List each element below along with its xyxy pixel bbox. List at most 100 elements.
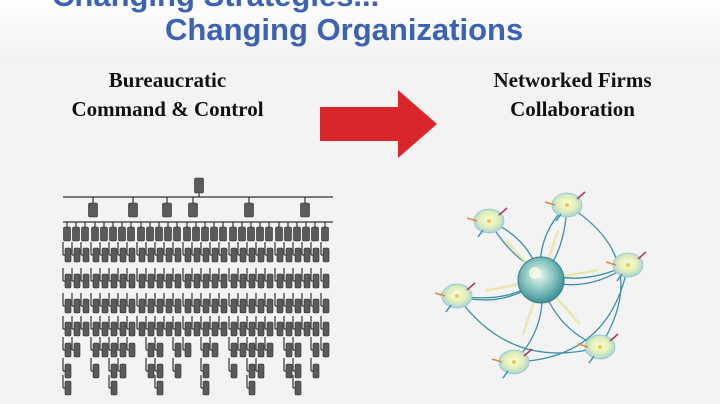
node-core [487, 219, 491, 223]
flow-arrow [561, 269, 599, 278]
org-box [210, 226, 218, 242]
org-box [312, 321, 320, 337]
org-box [193, 247, 201, 263]
node-spoke [434, 292, 446, 297]
org-box [174, 298, 182, 314]
org-box [294, 298, 302, 314]
org-box [174, 273, 182, 289]
org-box [92, 363, 100, 379]
node-core [565, 203, 569, 207]
node-spoke [502, 370, 509, 379]
org-box [165, 321, 173, 337]
org-box [110, 342, 118, 358]
org-box [82, 247, 90, 263]
org-box [257, 273, 265, 289]
org-box [162, 202, 172, 218]
org-box [184, 342, 192, 358]
org-box [300, 202, 310, 218]
org-box [193, 273, 201, 289]
org-box [101, 342, 109, 358]
org-box [202, 298, 210, 314]
org-box [194, 177, 204, 194]
node-spoke [616, 273, 623, 282]
org-box [266, 298, 274, 314]
org-box [92, 342, 100, 358]
org-box [82, 298, 90, 314]
org-box [312, 363, 320, 379]
org-box [165, 298, 173, 314]
org-box [110, 273, 118, 289]
node-spoke [477, 229, 484, 238]
org-box [276, 273, 284, 289]
org-box [156, 247, 164, 263]
org-box [165, 247, 173, 263]
org-box [285, 247, 293, 263]
org-box [303, 298, 311, 314]
org-box [202, 342, 210, 358]
node-spoke [576, 191, 586, 200]
node-spoke [466, 217, 478, 222]
org-box [193, 321, 201, 337]
org-box [239, 247, 247, 263]
org-box [220, 298, 228, 314]
node-spoke [637, 251, 647, 260]
org-box [257, 321, 265, 337]
networked-heading: Networked Firms Collaboration [455, 66, 690, 124]
org-box [285, 342, 293, 358]
org-box [244, 202, 254, 218]
bureaucratic-heading: Bureaucratic Command & Control [40, 66, 295, 124]
org-box [138, 247, 146, 263]
org-box [230, 342, 238, 358]
org-box [248, 247, 256, 263]
org-box [230, 247, 238, 263]
org-box [81, 226, 89, 242]
org-box [312, 247, 320, 263]
org-box [312, 273, 320, 289]
org-box [109, 226, 117, 242]
org-box [165, 273, 173, 289]
node-spoke [577, 343, 589, 348]
org-box [147, 298, 155, 314]
org-box [100, 226, 108, 242]
flow-arrow [546, 230, 560, 263]
org-box [128, 298, 136, 314]
org-box [147, 247, 155, 263]
org-box [183, 226, 191, 242]
org-box [239, 342, 247, 358]
org-box [155, 226, 163, 242]
org-box [322, 342, 330, 358]
node-spoke [605, 261, 617, 266]
org-box [119, 298, 127, 314]
org-box [110, 363, 118, 379]
org-box [247, 226, 255, 242]
org-box [201, 226, 209, 242]
node-core [598, 345, 602, 349]
org-box [91, 226, 99, 242]
slide-title-line1: Changing Strategies... [52, 0, 379, 14]
org-box [257, 363, 265, 379]
org-box [138, 273, 146, 289]
node-spoke [445, 304, 452, 313]
flow-arrow [522, 299, 536, 335]
org-box [266, 321, 274, 337]
org-box [303, 247, 311, 263]
org-box [156, 298, 164, 314]
org-box [202, 380, 210, 396]
org-box [312, 298, 320, 314]
node-spoke [555, 213, 562, 222]
org-box [174, 342, 182, 358]
bureaucratic-heading-line2: Command & Control [71, 97, 264, 121]
org-box [248, 273, 256, 289]
org-box [110, 380, 118, 396]
org-box [257, 342, 265, 358]
org-box [294, 321, 302, 337]
org-box [285, 273, 293, 289]
org-box [248, 363, 256, 379]
org-chart [62, 177, 333, 396]
org-box [321, 226, 329, 242]
org-box [72, 226, 80, 242]
org-box [64, 273, 72, 289]
org-box [128, 321, 136, 337]
org-box [110, 321, 118, 337]
